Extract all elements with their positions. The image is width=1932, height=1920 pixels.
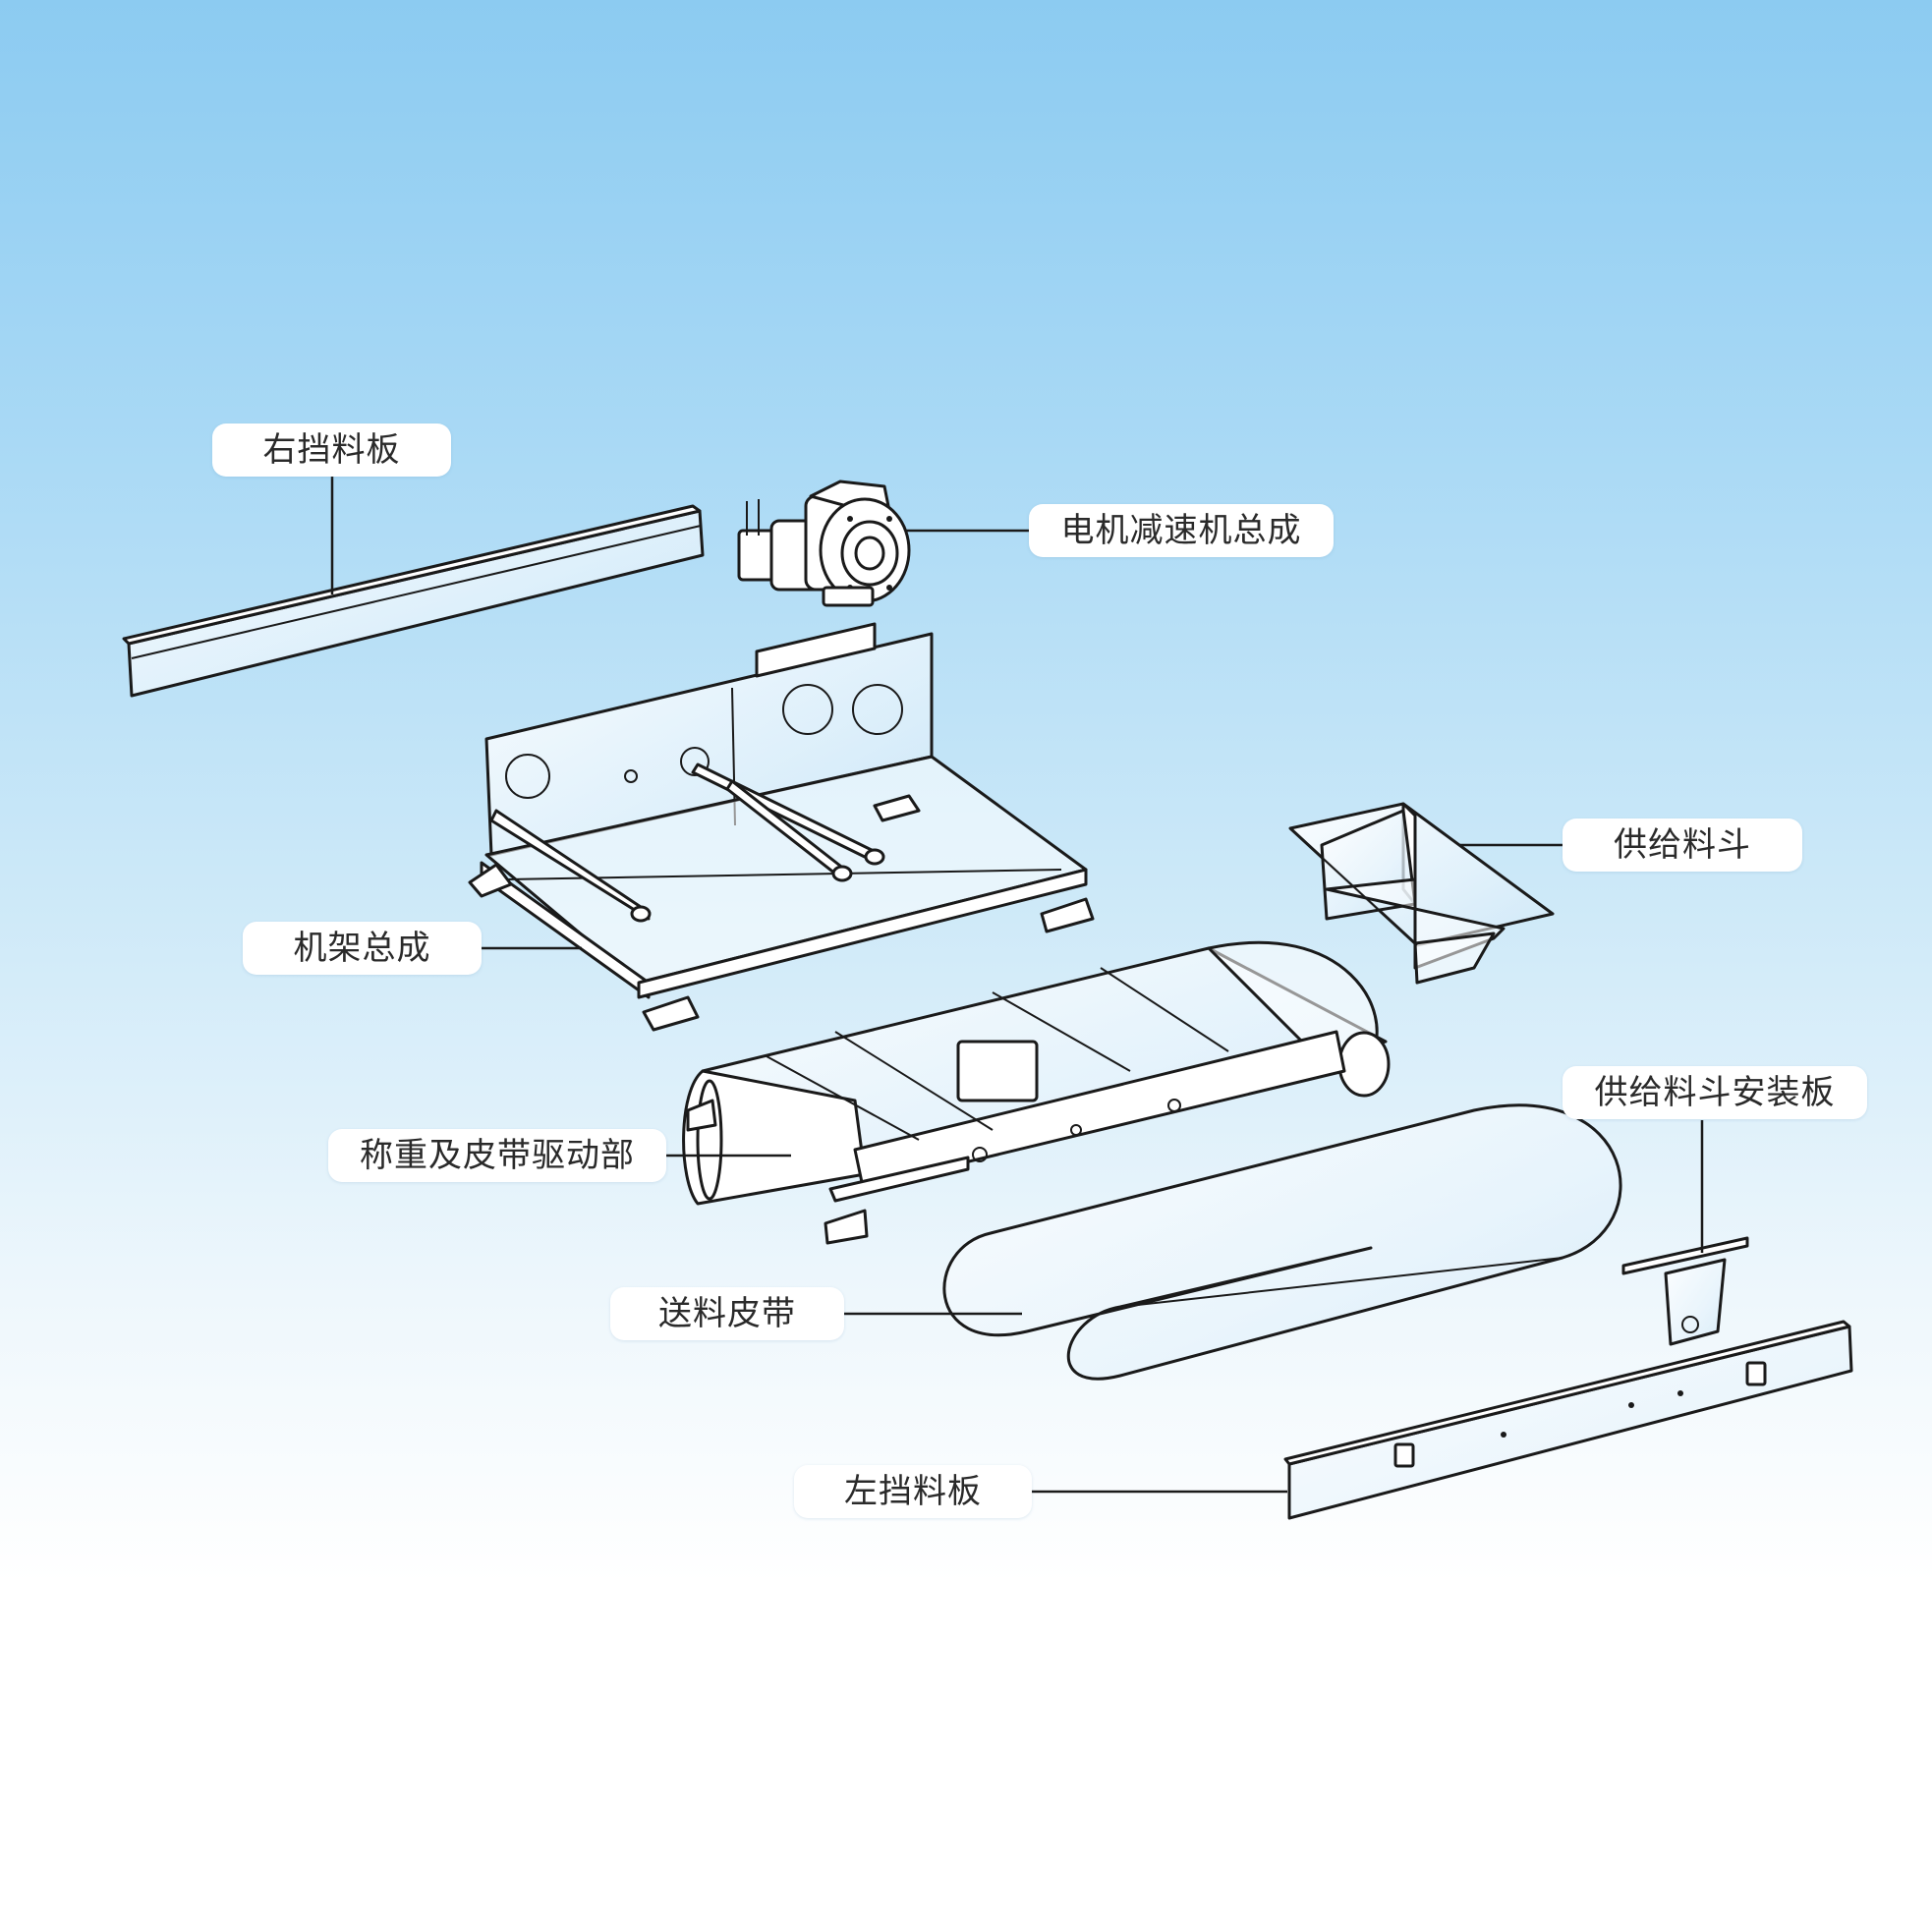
- feed-belt-part: [942, 1103, 1622, 1381]
- label-left-baffle: 左挡料板: [794, 1465, 1032, 1518]
- feed-hopper-part: [1288, 802, 1555, 985]
- label-motor-reducer: 电机减速机总成: [1029, 504, 1334, 557]
- label-hopper-mount: 供给料斗安装板: [1563, 1066, 1867, 1119]
- hopper-mount-part: [1621, 1236, 1749, 1346]
- weighing-drive-part: [682, 940, 1391, 1245]
- label-frame: 机架总成: [243, 922, 482, 975]
- right-baffle-part: [122, 504, 705, 698]
- label-feed-hopper: 供给料斗: [1563, 819, 1802, 872]
- leader-lines: [330, 476, 1704, 1494]
- label-feed-belt: 送料皮带: [610, 1287, 844, 1340]
- left-baffle-part: [1283, 1320, 1853, 1520]
- frame-part: [468, 622, 1095, 1032]
- label-weighing-drive: 称重及皮带驱动部: [328, 1129, 666, 1182]
- motor-reducer-part: [737, 480, 911, 607]
- label-right-baffle: 右挡料板: [212, 424, 451, 477]
